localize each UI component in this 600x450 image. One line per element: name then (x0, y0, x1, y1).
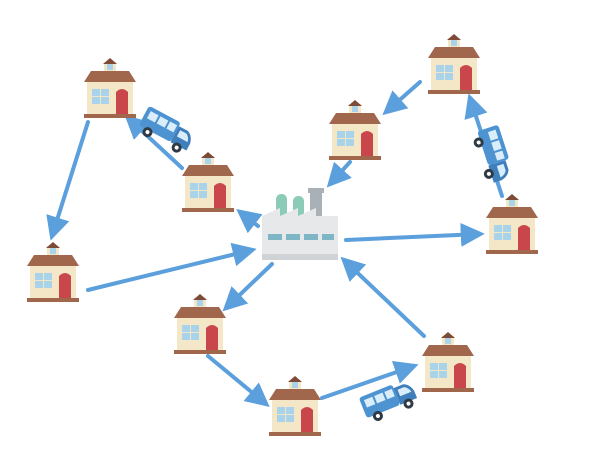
truck-icon (358, 377, 420, 425)
house-icon (422, 332, 474, 392)
truck-icon (470, 124, 515, 185)
route-arrow (86, 242, 257, 292)
route-arrow (206, 354, 270, 408)
truck-icon (135, 105, 197, 157)
route-arrow (124, 114, 184, 170)
house-icon (486, 194, 538, 254)
route-arrow (344, 222, 485, 247)
route-arrow (320, 360, 419, 400)
factory-icon (262, 188, 338, 260)
house-icon (269, 376, 321, 436)
route-arrow (236, 209, 263, 234)
house-icon (27, 242, 79, 302)
house-icon (84, 58, 136, 118)
route-arrow (222, 262, 274, 312)
route-arrow (340, 256, 426, 338)
house-icon (174, 294, 226, 354)
route-arrow (46, 120, 90, 241)
house-icon (428, 34, 480, 94)
house-icon (329, 100, 381, 160)
route-arrow (326, 160, 352, 188)
route-arrow (382, 80, 422, 116)
house-icon (182, 152, 234, 212)
